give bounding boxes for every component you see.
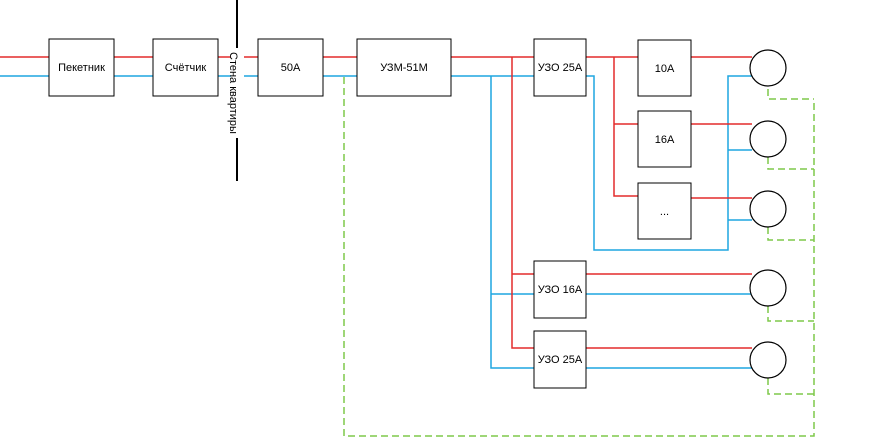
breaker-more-label: ...	[660, 206, 669, 218]
main-breaker-label: 50А	[281, 62, 301, 74]
voltage-relay-box: УЗМ-51М	[356, 38, 452, 97]
load-5-icon	[749, 341, 787, 379]
voltage-relay-label: УЗМ-51М	[380, 62, 428, 74]
load-4-icon	[749, 269, 787, 307]
rcd-main-box: УЗО 25А	[533, 38, 587, 97]
breaker-10-box: 10А	[637, 39, 692, 97]
neutral-wires	[0, 75, 752, 369]
phase-wires	[0, 56, 752, 349]
rcd-25-box: УЗО 25А	[533, 330, 587, 389]
load-1-icon	[749, 49, 787, 87]
pacer-box: Пекетник	[48, 38, 115, 97]
load-3-icon	[749, 190, 787, 228]
rcd-16-box: УЗО 16А	[533, 260, 587, 319]
breaker-16-box: 16А	[637, 110, 692, 168]
breaker-16-label: 16А	[655, 134, 675, 146]
rcd-main-label: УЗО 25А	[538, 62, 583, 74]
main-breaker-box: 50А	[257, 38, 324, 97]
ground-wires	[343, 77, 815, 437]
meter-label: Счётчик	[165, 62, 207, 74]
rcd-25-label: УЗО 25А	[538, 354, 583, 366]
wall-label: Стена квартиры	[227, 52, 239, 134]
load-2-icon	[749, 120, 787, 158]
rcd-16-label: УЗО 16А	[538, 284, 583, 296]
wall-label-bg	[231, 48, 244, 138]
breaker-10-label: 10А	[655, 63, 675, 75]
pacer-label: Пекетник	[58, 62, 105, 74]
breaker-more-box: ...	[637, 182, 692, 240]
meter-box: Счётчик	[152, 38, 219, 97]
